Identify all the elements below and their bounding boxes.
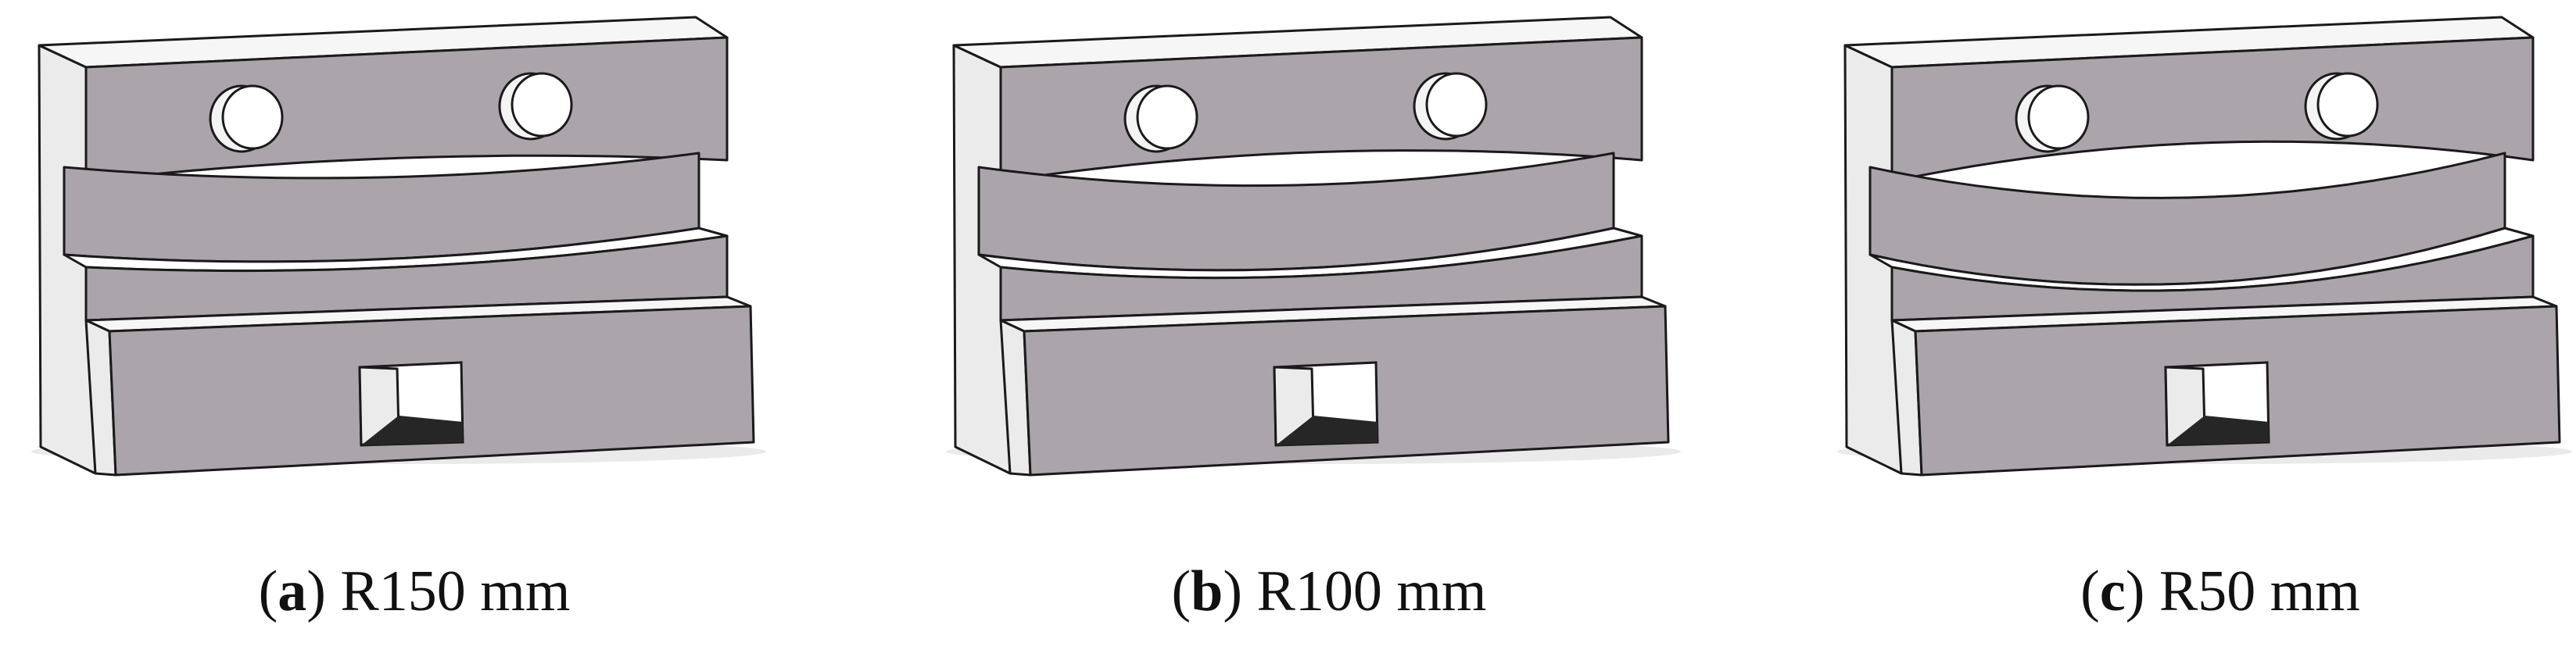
- caption-paren-close: ): [2125, 559, 2145, 623]
- pin-face-2: [2316, 72, 2379, 138]
- caption-b: (b) R100 mm: [938, 556, 1720, 627]
- panel-a: (a) R150 mm: [23, 0, 805, 650]
- pin-face-1: [1136, 84, 1198, 150]
- lower-die-block: [999, 234, 1643, 322]
- slot-floor-shadow: [1276, 416, 1378, 445]
- lower-die-block: [84, 234, 729, 322]
- caption-paren-close: ): [306, 559, 326, 623]
- caption-letter: b: [1191, 559, 1224, 623]
- lower-die-block: [1890, 234, 2535, 322]
- pin-face-2: [1425, 72, 1488, 138]
- caption-letter: a: [278, 559, 307, 623]
- caption-paren-open: (: [258, 559, 278, 623]
- pin-face-1: [221, 84, 284, 150]
- caption-label: R50 mm: [2144, 559, 2360, 623]
- caption-c: (c) R50 mm: [1829, 556, 2576, 627]
- pin-face-1: [2027, 84, 2090, 150]
- fixture-model-b: [946, 16, 1681, 477]
- caption-paren-close: ): [1223, 559, 1242, 623]
- caption-a: (a) R150 mm: [23, 556, 805, 627]
- pin-face-2: [511, 72, 573, 138]
- caption-paren-open: (: [2080, 559, 2100, 623]
- caption-letter: c: [2099, 559, 2126, 623]
- slot-floor-shadow: [361, 416, 463, 445]
- panel-b: (b) R100 mm: [938, 0, 1720, 650]
- caption-label: R150 mm: [325, 559, 571, 623]
- fixture-model-a: [31, 16, 766, 477]
- caption-paren-open: (: [1171, 559, 1191, 623]
- fixture-model-c: [1837, 16, 2572, 477]
- panel-c: (c) R50 mm: [1829, 0, 2576, 650]
- slot-floor-shadow: [2167, 416, 2269, 445]
- caption-label: R100 mm: [1241, 559, 1487, 623]
